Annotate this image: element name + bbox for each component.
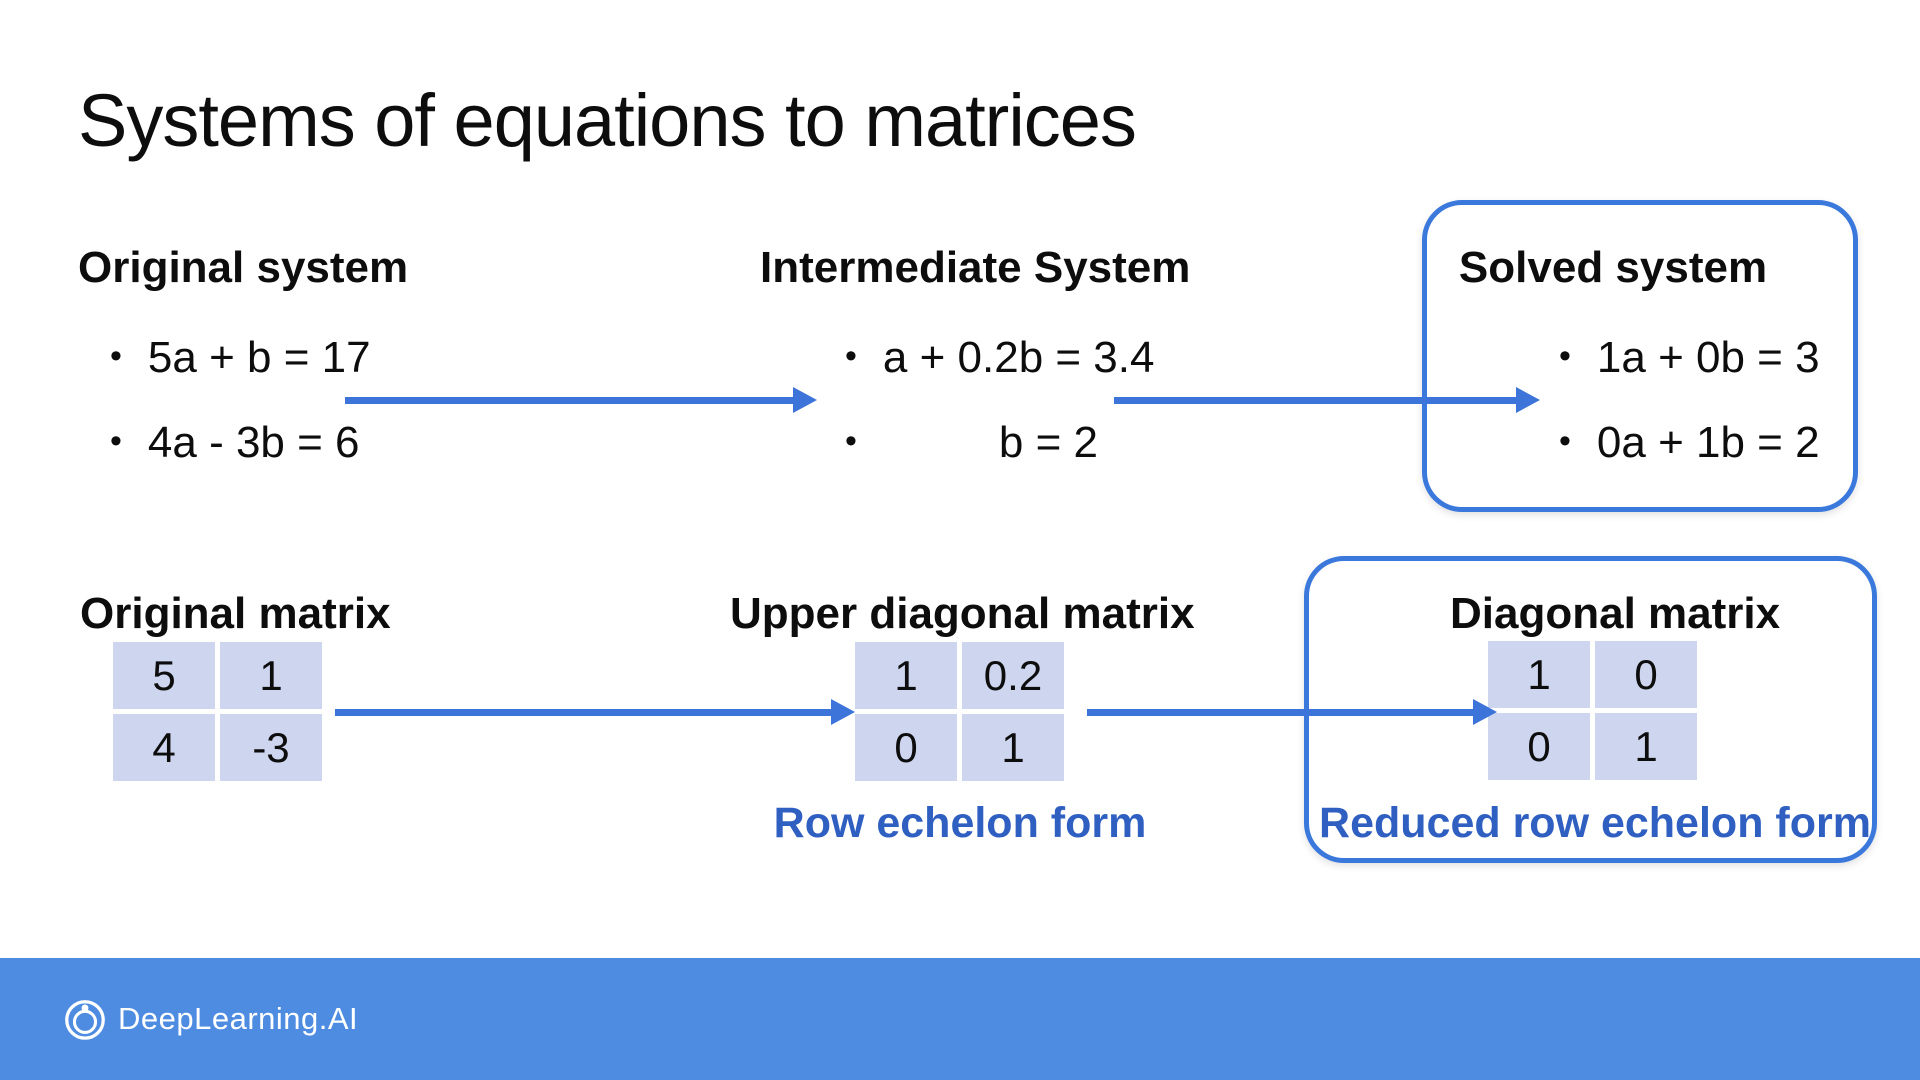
footer-brand-text: DeepLearning.AI	[118, 1001, 359, 1036]
equation-text: b = 2	[998, 418, 1098, 467]
bullet-icon: •	[110, 422, 122, 460]
heading-solved-system: Solved system	[1458, 243, 1768, 292]
arrow-upper-to-diagonal-matrix	[1087, 699, 1497, 725]
bullet-icon: •	[110, 337, 122, 375]
arrow-head-icon	[1516, 387, 1540, 413]
equation-text: 0a + 1b = 2	[1596, 418, 1820, 467]
equation-text: 5a + b = 17	[147, 333, 371, 382]
equation-text: 1a + 0b = 3	[1596, 333, 1820, 382]
matrix-cell: 1	[855, 642, 957, 709]
slide-title: Systems of equations to matrices	[78, 79, 1137, 162]
heading-diagonal-matrix: Diagonal matrix	[1450, 589, 1781, 638]
bullet-icon: •	[845, 337, 857, 375]
caption-reduced-row-echelon-form: Reduced row echelon form	[1319, 799, 1871, 847]
matrix-cell: 0	[1595, 641, 1697, 708]
arrow-original-to-intermediate	[345, 387, 817, 413]
matrix-original: 5 1 4 -3	[113, 642, 322, 781]
equation-original-1: • 5a + b = 17	[110, 336, 371, 380]
matrix-cell: 1	[220, 642, 322, 709]
arrow-intermediate-to-solved	[1114, 387, 1540, 413]
arrow-head-icon	[793, 387, 817, 413]
equation-intermediate-2: • b = 2	[845, 421, 1098, 465]
heading-original-matrix: Original matrix	[80, 589, 391, 638]
matrix-cell: 0	[1488, 713, 1590, 780]
matrix-cell: 1	[1488, 641, 1590, 708]
bullet-icon: •	[1559, 422, 1571, 460]
matrix-cell: 0	[855, 714, 957, 781]
matrix-cell: 0.2	[962, 642, 1064, 709]
equation-original-2: • 4a - 3b = 6	[110, 421, 360, 465]
matrix-upper-diagonal: 1 0.2 0 1	[855, 642, 1064, 781]
arrow-shaft	[335, 709, 833, 716]
matrix-cell: 1	[962, 714, 1064, 781]
equation-intermediate-1: • a + 0.2b = 3.4	[845, 336, 1154, 380]
matrix-cell: -3	[220, 714, 322, 781]
heading-upper-diagonal-matrix: Upper diagonal matrix	[730, 589, 1195, 638]
arrow-shaft	[345, 397, 795, 404]
matrix-cell: 4	[113, 714, 215, 781]
arrow-shaft	[1087, 709, 1475, 716]
bullet-icon: •	[1559, 337, 1571, 375]
arrow-original-to-upper-matrix	[335, 699, 855, 725]
footer-brand: DeepLearning.AI	[62, 994, 358, 1044]
matrix-cell: 5	[113, 642, 215, 709]
matrix-cell: 1	[1595, 713, 1697, 780]
equation-solved-2: • 0a + 1b = 2	[1559, 421, 1820, 465]
equation-text: 4a - 3b = 6	[147, 418, 360, 467]
caption-row-echelon-form: Row echelon form	[773, 799, 1147, 847]
footer-bar: DeepLearning.AI	[0, 958, 1920, 1080]
solved-system-box	[1422, 200, 1858, 512]
arrow-shaft	[1114, 397, 1518, 404]
equation-solved-1: • 1a + 0b = 3	[1559, 336, 1820, 380]
deeplearning-ai-logo-icon	[65, 1000, 105, 1040]
heading-original-system: Original system	[78, 243, 409, 292]
heading-intermediate-system: Intermediate System	[760, 243, 1191, 292]
equation-text: a + 0.2b = 3.4	[882, 333, 1155, 382]
arrow-head-icon	[831, 699, 855, 725]
matrix-diagonal: 1 0 0 1	[1488, 641, 1697, 780]
arrow-head-icon	[1473, 699, 1497, 725]
bullet-icon: •	[845, 422, 857, 460]
